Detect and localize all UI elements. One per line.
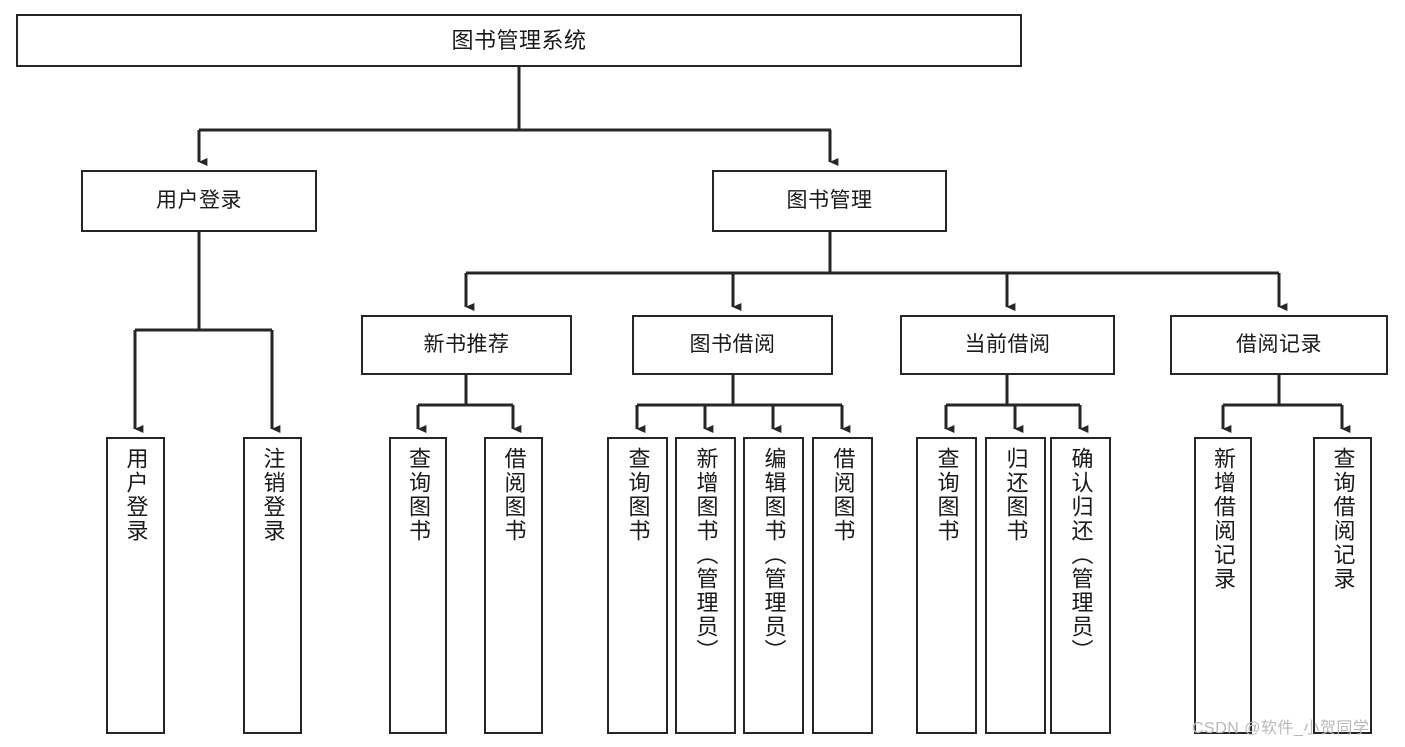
node-label: 图书管理 bbox=[786, 188, 873, 212]
node-label: 编辑图书（管理员） bbox=[761, 447, 787, 663]
node-level3-0[interactable]: 新书推荐 bbox=[361, 315, 572, 375]
node-label: 图书管理系统 bbox=[451, 27, 587, 53]
node-leaf-9[interactable]: 归还图书 bbox=[985, 437, 1046, 734]
node-label: 新增图书（管理员） bbox=[693, 447, 719, 663]
node-leaf-6[interactable]: 编辑图书（管理员） bbox=[743, 437, 804, 734]
node-label: 查询借阅记录 bbox=[1330, 447, 1356, 591]
node-leaf-7[interactable]: 借阅图书 bbox=[812, 437, 873, 734]
node-label: 用户登录 bbox=[123, 447, 149, 543]
node-label: 注销登录 bbox=[260, 447, 286, 543]
node-leaf-0[interactable]: 用户登录 bbox=[106, 437, 165, 734]
node-label: 查询图书 bbox=[934, 447, 960, 543]
node-label: 确认归还（管理员） bbox=[1068, 447, 1094, 663]
node-level3-2[interactable]: 当前借阅 bbox=[900, 315, 1115, 375]
node-leaf-1[interactable]: 注销登录 bbox=[243, 437, 302, 734]
node-leaf-2[interactable]: 查询图书 bbox=[389, 437, 447, 734]
node-label: 查询图书 bbox=[625, 447, 651, 543]
node-label: 新书推荐 bbox=[423, 332, 510, 356]
node-leaf-5[interactable]: 新增图书（管理员） bbox=[675, 437, 736, 734]
node-leaf-10[interactable]: 确认归还（管理员） bbox=[1050, 437, 1111, 734]
node-label: 查询图书 bbox=[406, 447, 431, 543]
node-label: 归还图书 bbox=[1003, 447, 1029, 543]
node-label: 图书借阅 bbox=[689, 332, 776, 356]
node-label: 新增借阅记录 bbox=[1211, 447, 1236, 591]
node-label: 当前借阅 bbox=[964, 332, 1051, 356]
node-root[interactable]: 图书管理系统 bbox=[16, 14, 1022, 67]
node-level3-3[interactable]: 借阅记录 bbox=[1170, 315, 1388, 375]
node-level2-1[interactable]: 图书管理 bbox=[712, 170, 947, 232]
node-leaf-11[interactable]: 新增借阅记录 bbox=[1194, 437, 1252, 734]
node-label: 借阅图书 bbox=[830, 447, 856, 543]
node-label: 用户登录 bbox=[156, 188, 242, 212]
node-level3-1[interactable]: 图书借阅 bbox=[632, 315, 833, 375]
node-label: 借阅记录 bbox=[1236, 332, 1322, 356]
node-leaf-8[interactable]: 查询图书 bbox=[916, 437, 977, 734]
node-leaf-12[interactable]: 查询借阅记录 bbox=[1313, 437, 1372, 734]
node-leaf-3[interactable]: 借阅图书 bbox=[484, 437, 543, 734]
node-label: 借阅图书 bbox=[501, 447, 527, 543]
node-level2-0[interactable]: 用户登录 bbox=[81, 170, 317, 232]
node-leaf-4[interactable]: 查询图书 bbox=[607, 437, 668, 734]
